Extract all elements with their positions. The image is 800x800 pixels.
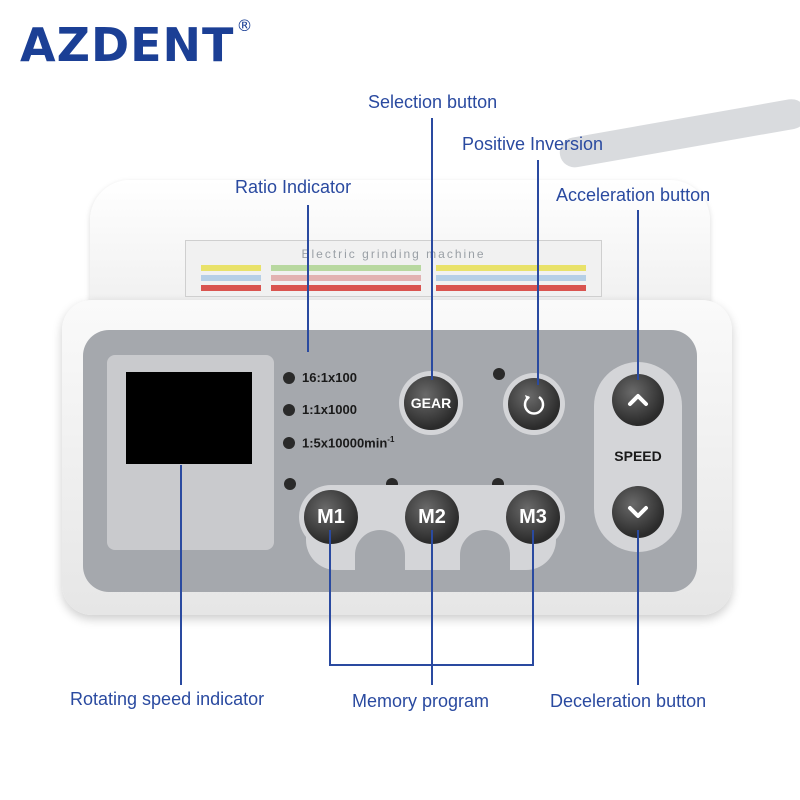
- speed-label: SPEED: [614, 448, 662, 464]
- ratio-label-3: 1:5x10000min-1: [302, 435, 395, 451]
- ratio-led-2: [283, 404, 295, 416]
- sticker-title: Electric grinding machine: [301, 247, 486, 261]
- positive-inversion-button[interactable]: [508, 378, 560, 430]
- callout-memory-program: Memory program: [352, 691, 490, 711]
- speed-display: [126, 372, 252, 464]
- sticker-stripe: [271, 285, 421, 291]
- callout-acceleration: Acceleration button: [556, 185, 711, 205]
- sticker-stripe: [436, 265, 586, 271]
- m1-button[interactable]: M1: [304, 490, 358, 544]
- device-sticker: Electric grinding machine: [185, 240, 602, 297]
- callout-positive-inversion: Positive Inversion: [462, 134, 604, 154]
- sticker-stripe: [201, 275, 261, 281]
- track-notch: [355, 530, 405, 575]
- sticker-stripe: [271, 265, 421, 271]
- callout-line-m1: [329, 530, 331, 666]
- chevron-down-icon: [628, 506, 648, 518]
- brand-name: AZDENT: [20, 18, 235, 72]
- m1-led: [284, 478, 296, 490]
- callout-line-selection: [431, 118, 433, 380]
- callout-line-memory-bar: [329, 664, 534, 666]
- registered-mark: ®: [236, 16, 254, 35]
- callout-deceleration: Deceleration button: [550, 691, 707, 711]
- ratio-led-1: [283, 372, 295, 384]
- acceleration-button[interactable]: [612, 374, 664, 426]
- inversion-led: [493, 368, 505, 380]
- rotate-icon: [523, 395, 545, 415]
- sticker-stripe: [271, 275, 421, 281]
- gear-button[interactable]: GEAR: [404, 376, 458, 430]
- callout-line-inversion: [537, 160, 539, 385]
- callout-ratio-indicator: Ratio Indicator: [235, 177, 352, 197]
- sticker-stripe: [201, 265, 261, 271]
- callout-line-m3: [532, 530, 534, 666]
- ratio-led-3: [283, 437, 295, 449]
- callout-line-acceleration: [637, 210, 639, 380]
- chevron-up-icon: [628, 394, 648, 406]
- callout-line-rotating: [180, 465, 182, 685]
- sticker-stripe: [201, 285, 261, 291]
- ratio-label-1: 16:1x100: [302, 370, 357, 385]
- ratio-label-2: 1:1x1000: [302, 402, 357, 417]
- callout-line-m2: [431, 530, 433, 685]
- callout-line-ratio: [307, 205, 309, 352]
- callout-line-deceleration: [637, 530, 639, 685]
- sticker-stripe: [436, 275, 586, 281]
- callout-rotating-speed: Rotating speed indicator: [70, 689, 265, 709]
- brand-logo: AZDENT®: [20, 18, 253, 69]
- track-notch: [460, 530, 510, 575]
- deceleration-button[interactable]: [612, 486, 664, 538]
- callout-selection: Selection button: [368, 92, 498, 112]
- sticker-stripe: [436, 285, 586, 291]
